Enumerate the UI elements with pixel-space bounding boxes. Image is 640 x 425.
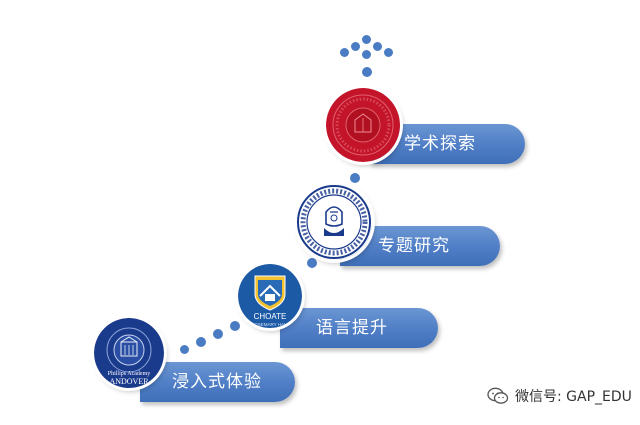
cluster-dot (362, 67, 372, 77)
svg-text:Phillips Academy: Phillips Academy (108, 371, 151, 377)
connector-dot (180, 345, 189, 354)
cluster-dot (340, 48, 349, 57)
connector-dot (213, 329, 223, 339)
choate-shield-logo: CHOATE ROSEMARY HALL (238, 264, 302, 328)
wechat-watermark: 微信号: GAP_EDU (487, 386, 632, 406)
cluster-dot (373, 42, 382, 51)
watermark-text: 微信号: GAP_EDU (515, 389, 632, 405)
red-seal-logo (326, 88, 400, 162)
cluster-dot (384, 48, 393, 57)
cluster-dot (351, 42, 360, 51)
step-label-1: 浸入式体验 (140, 362, 295, 402)
connector-dot (307, 258, 317, 268)
andover-seal-logo: Phillips Academy ANDOVER (94, 318, 164, 388)
connector-dot (350, 173, 360, 183)
step-label-2: 语言提升 (280, 308, 438, 348)
step-label-3: 专题研究 (340, 226, 500, 266)
hotchkiss-seal-logo (296, 184, 372, 260)
wechat-icon (487, 387, 509, 404)
cluster-dot (362, 50, 371, 59)
cluster-dot (362, 35, 371, 44)
connector-dot (230, 321, 240, 331)
svg-text:ROSEMARY HALL: ROSEMARY HALL (251, 322, 290, 327)
connector-dot (196, 337, 206, 347)
svg-text:ANDOVER: ANDOVER (109, 377, 149, 386)
svg-text:CHOATE: CHOATE (254, 312, 287, 321)
